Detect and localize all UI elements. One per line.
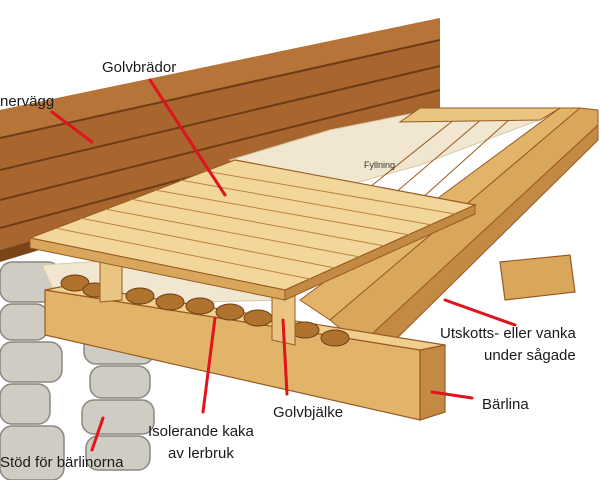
pointer-yttervagg: [50, 110, 94, 144]
label-isolerande-line2: av lerbruk: [168, 445, 234, 462]
label-stod: Stöd för bärlinorna: [0, 454, 124, 471]
label-fyllning: Fyllning: [364, 160, 396, 170]
label-golvbjalke: Golvbjälke: [273, 404, 344, 421]
label-yttervagg: nervägg: [0, 93, 55, 110]
pointer-golvbjalke: [281, 318, 289, 396]
label-golvbrador: Golvbrädor: [102, 59, 177, 76]
clay-cakes: [60, 274, 350, 347]
pointer-lines: [50, 78, 517, 452]
pointer-stod: [90, 416, 105, 452]
label-barlina: Bärlina: [482, 396, 529, 413]
pointer-isolerande: [201, 316, 217, 414]
label-utskott-line2: under sågade: [484, 347, 576, 364]
pointer-utskott: [443, 298, 517, 327]
label-isolerande-line1: Isolerande kaka: [148, 423, 254, 440]
pointer-barlina: [430, 390, 474, 400]
label-utskott-line1: Utskotts- eller vanka: [440, 325, 576, 342]
floorboards: [27, 159, 477, 301]
pointer-golvbrador: [148, 78, 227, 197]
